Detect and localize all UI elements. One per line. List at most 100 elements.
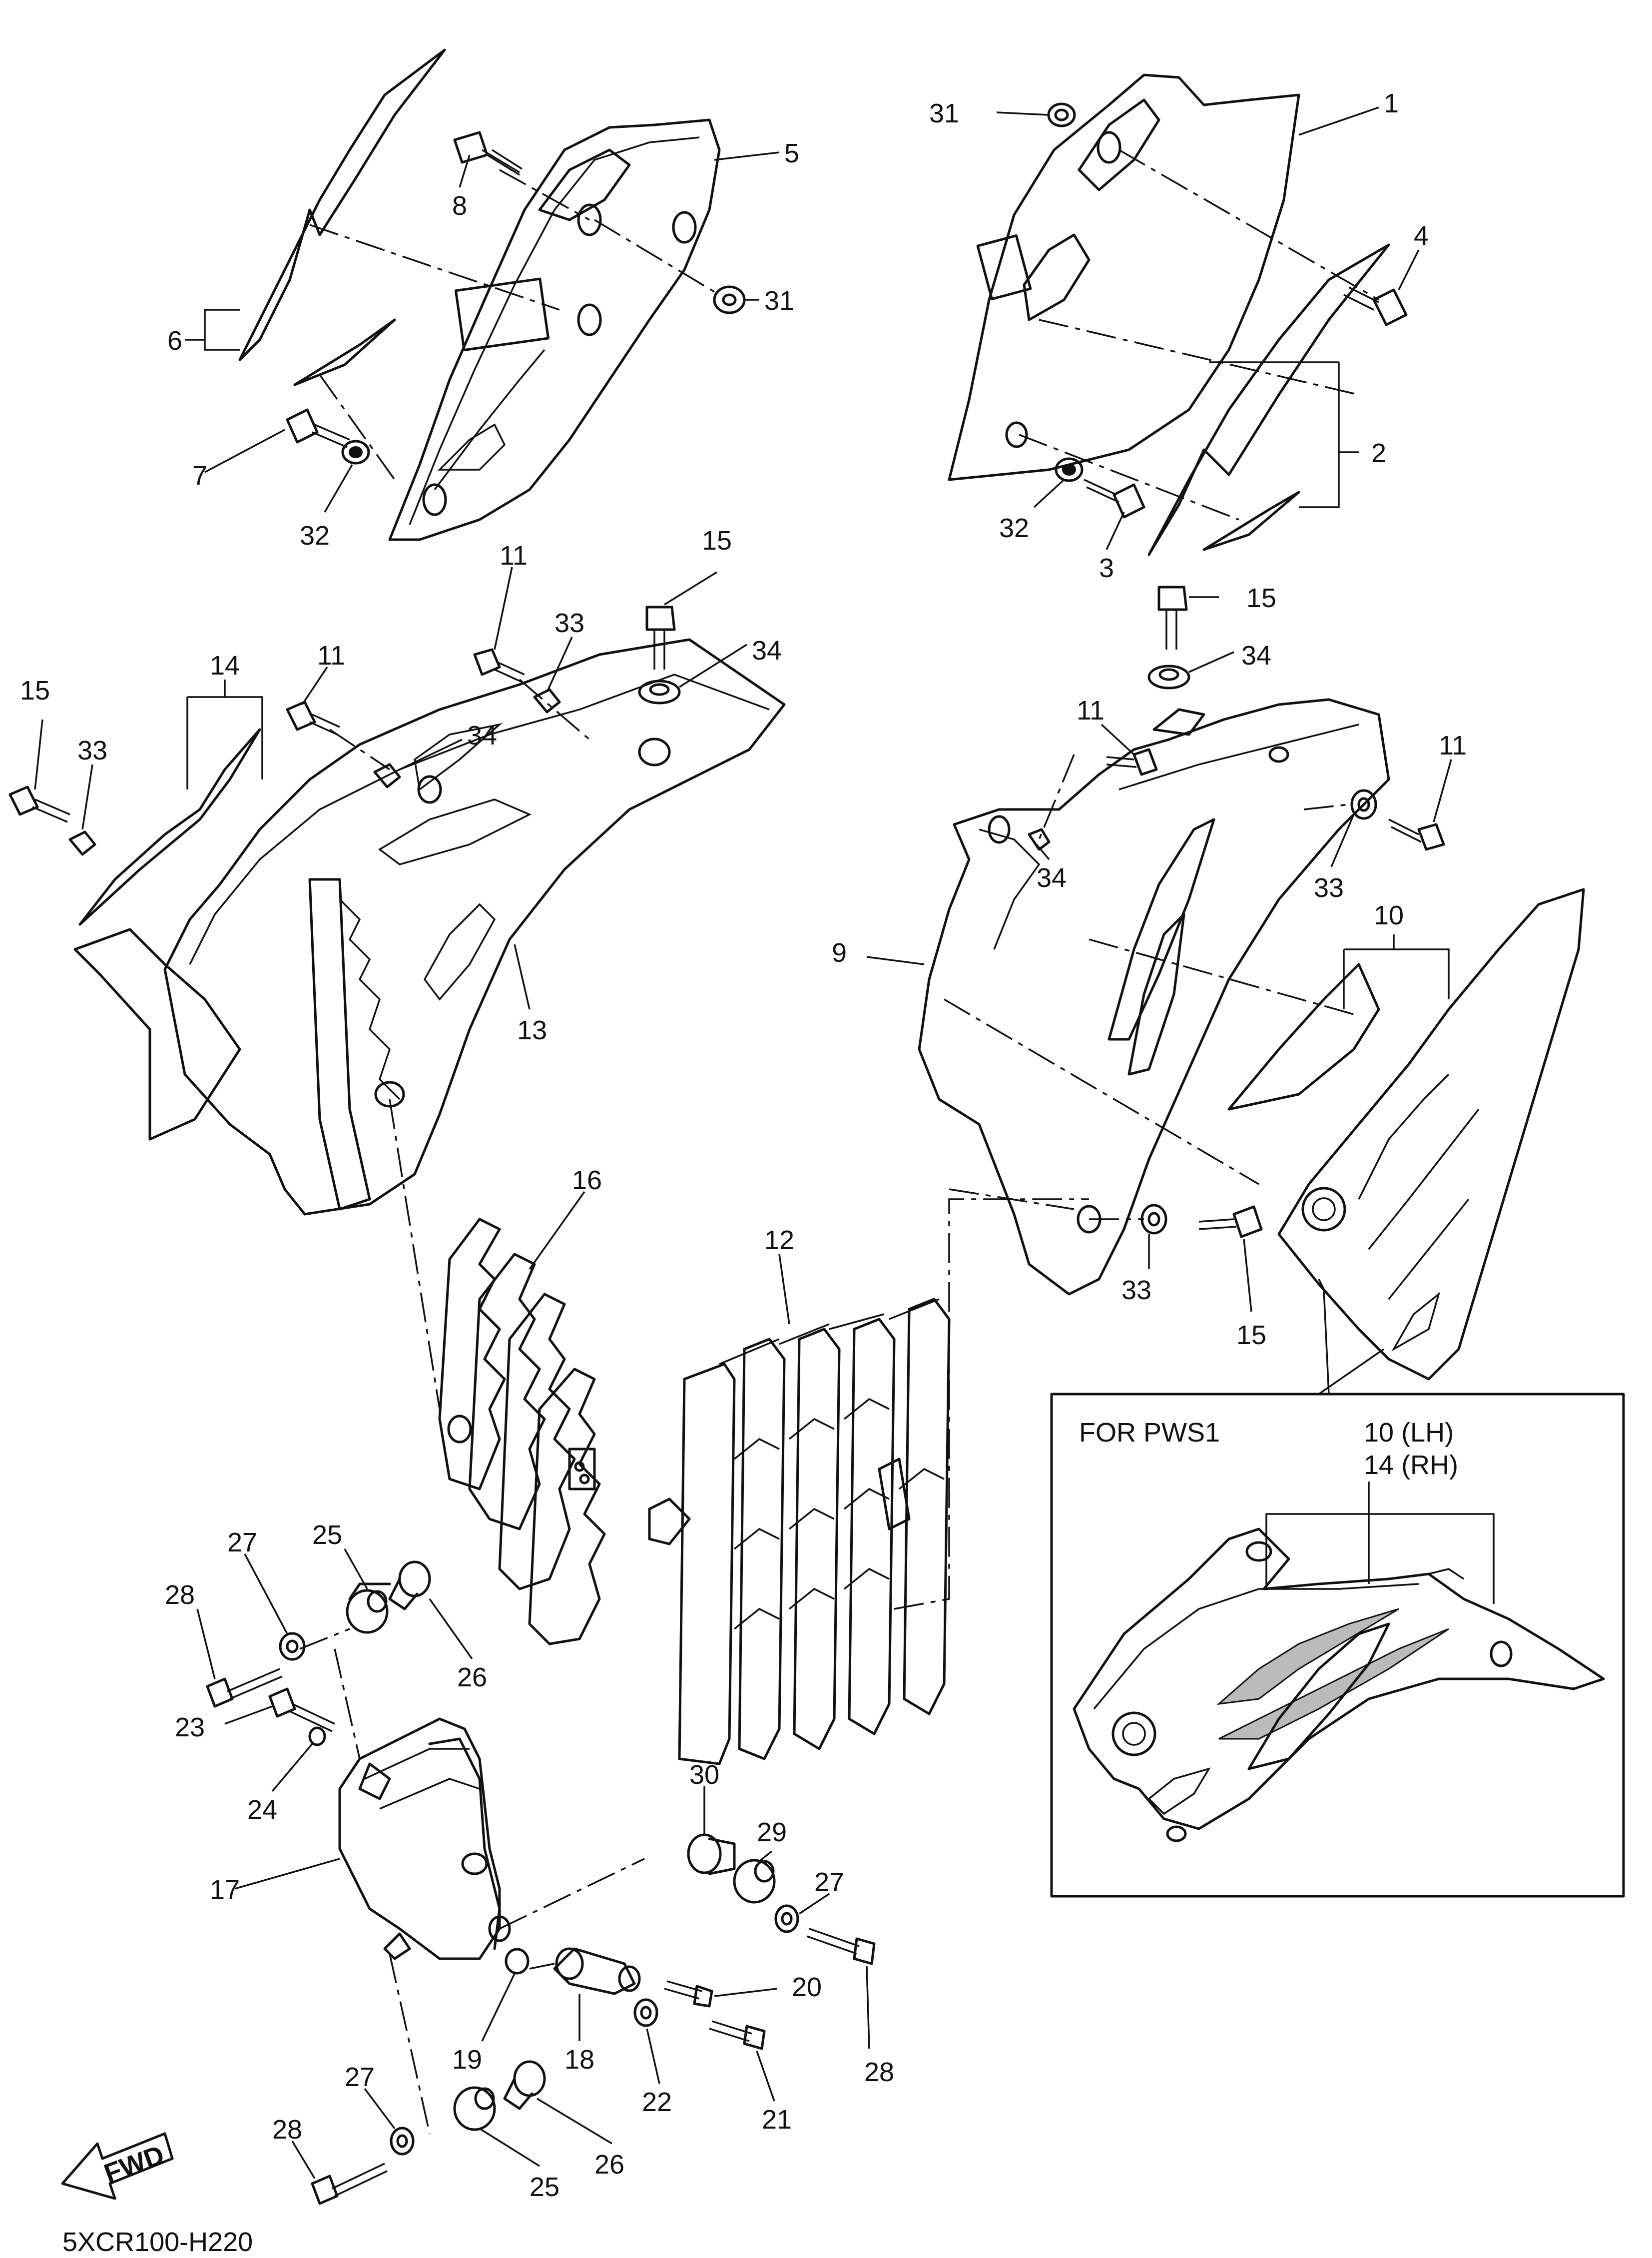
bolt-28-bottom: [311, 2163, 388, 2205]
hose-fitting-18: [553, 1947, 641, 1995]
bolt-23: [268, 1687, 335, 1732]
callout-15-c: 15: [20, 676, 50, 706]
callout-15-d: 15: [1236, 1320, 1266, 1350]
callout-6: 6: [167, 326, 182, 356]
fwd-arrow-icon: FWD: [61, 2132, 174, 2200]
callout-3: 3: [1099, 553, 1114, 583]
collar-33-left: [68, 830, 96, 856]
grommet-19: [505, 1948, 530, 1975]
callout-20: 20: [792, 1972, 822, 2002]
bolt-7: [286, 408, 350, 448]
callout-27-b: 27: [814, 1867, 844, 1897]
callout-31-a: 31: [929, 98, 959, 128]
decal-14: [73, 728, 261, 1141]
callout-11-a: 11: [500, 541, 528, 571]
callout-22: 22: [642, 2087, 672, 2117]
callout-19: 19: [452, 2045, 482, 2075]
callout-28-c: 28: [272, 2115, 302, 2145]
callout-16: 16: [572, 1165, 602, 1195]
callout-30: 30: [689, 1760, 719, 1790]
callout-26-a: 26: [457, 1662, 487, 1692]
collar-26-bottom: [503, 2060, 546, 2110]
callout-labels: 1 2 3 4 5 6 7 8 9 10 11 11 11 11 12 13 1…: [20, 88, 1467, 2202]
callout-21: 21: [762, 2105, 792, 2135]
diagram-code: 5XCR100-H220: [62, 2227, 253, 2257]
coolant-reservoir-17: [338, 1717, 511, 1960]
callout-32-a: 32: [300, 521, 330, 551]
collar-33-right: [1350, 789, 1377, 820]
bolt-8: [453, 131, 523, 176]
radiator-guard-16: [438, 1218, 606, 1645]
inset-box: FOR PWS1 10 (LH) 14 (RH): [1050, 1393, 1625, 1898]
washer-22: [633, 1998, 658, 2027]
callout-12: 12: [764, 1225, 794, 1255]
callout-15-a: 15: [702, 526, 732, 556]
bolt-21: [709, 2020, 766, 2050]
callout-33-c: 33: [1314, 873, 1344, 903]
washer-31-left: [713, 285, 746, 314]
inset-label-lh: 10 (LH): [1364, 1418, 1454, 1448]
callout-28-b: 28: [864, 2057, 894, 2087]
washer-27-bottom: [390, 2127, 415, 2156]
decal-6: [238, 48, 446, 386]
callout-13: 13: [517, 1015, 547, 1045]
inset-title: FOR PWS1: [1079, 1418, 1220, 1448]
callout-4: 4: [1414, 221, 1429, 251]
bolt-11-right-b: [1388, 818, 1445, 851]
callout-25-b: 25: [530, 2172, 559, 2202]
callout-14: 14: [210, 651, 240, 681]
washer-24: [308, 1726, 326, 1746]
callout-15-b: 15: [1246, 583, 1276, 613]
collar-32-left: [341, 440, 370, 465]
callout-11-c: 11: [1077, 696, 1104, 726]
bolt-11-left-a: [286, 701, 340, 736]
callout-11-b: 11: [317, 641, 345, 671]
callout-32-b: 32: [999, 513, 1029, 543]
collar-26-top: [388, 1560, 431, 1610]
radiator-cover-right: [918, 698, 1390, 1296]
callout-26-b: 26: [594, 2150, 624, 2180]
callout-23: 23: [175, 1712, 205, 1742]
collar-34-right: [1147, 665, 1190, 690]
callout-25-a: 25: [312, 1520, 342, 1550]
bolt-28-top: [206, 1668, 283, 1708]
grommet-25-bottom: [453, 2086, 496, 2131]
callout-27-c: 27: [345, 2062, 375, 2092]
callout-10: 10: [1374, 900, 1404, 930]
callout-1: 1: [1384, 88, 1399, 118]
callout-24: 24: [247, 1795, 277, 1825]
callout-34-d: 34: [1037, 863, 1067, 893]
washer-31-right: [1047, 102, 1076, 127]
callout-18: 18: [564, 2045, 594, 2075]
collar-32-right: [1055, 457, 1084, 482]
bolt-15-left-top: [645, 606, 676, 670]
grommet-25-top: [346, 1582, 391, 1634]
callout-33-d: 33: [1121, 1275, 1151, 1305]
bolt-15-right-top: [1157, 586, 1188, 650]
washer-27-top: [279, 1632, 306, 1661]
inset-label-rh: 14 (RH): [1364, 1450, 1458, 1480]
side-cover-left: [388, 118, 721, 541]
decal-2: [1147, 243, 1390, 556]
decal-10: [1227, 888, 1585, 1381]
callout-5: 5: [784, 138, 799, 168]
collar-33-right-b: [1140, 1204, 1167, 1235]
bolt-20: [664, 1980, 713, 2008]
bolt-4: [1343, 286, 1408, 326]
side-cover-right: [948, 73, 1300, 481]
bolt-11-right-a: [1106, 748, 1158, 776]
callout-34-a: 34: [752, 636, 782, 666]
callout-9: 9: [832, 938, 847, 968]
callout-34-c: 34: [1241, 641, 1271, 671]
bolt-28-mid: [806, 1928, 876, 1965]
callout-27-a: 27: [227, 1527, 257, 1557]
callout-17: 17: [210, 1875, 240, 1905]
callout-31-b: 31: [764, 286, 794, 316]
callout-28-a: 28: [165, 1580, 195, 1610]
bolt-15-left: [8, 785, 70, 823]
callout-2: 2: [1371, 438, 1386, 468]
callout-34-b: 34: [467, 721, 497, 751]
collar-34-right-b: [1028, 828, 1051, 851]
collar-33-left-b: [533, 688, 561, 714]
